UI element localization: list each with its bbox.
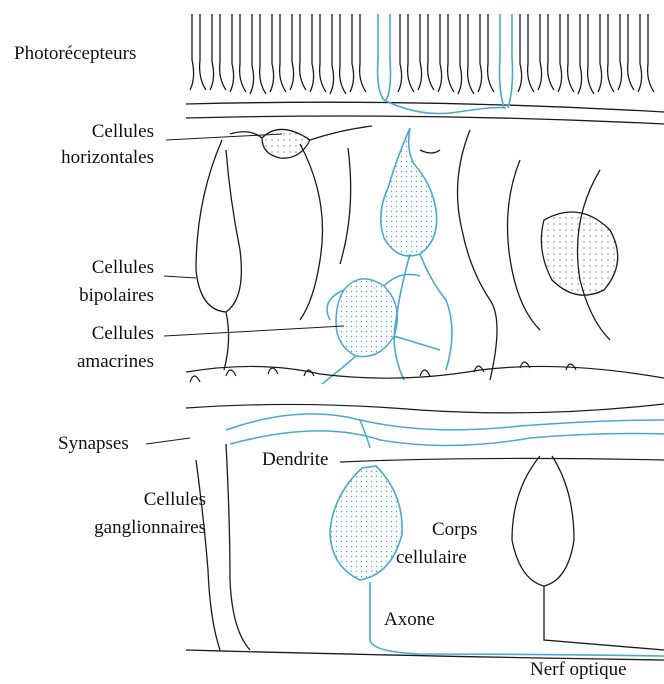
highlighted-connections bbox=[226, 414, 664, 448]
label-photoreceptors: Photorécepteurs bbox=[14, 42, 136, 65]
label-bipolar-cells-line1: Cellules bbox=[40, 256, 154, 279]
label-synapses: Synapses bbox=[58, 432, 129, 455]
inner-plexiform-layer bbox=[186, 362, 664, 462]
label-dendrite: Dendrite bbox=[262, 448, 328, 471]
label-horizontal-cells-line1: Cellules bbox=[40, 120, 154, 143]
label-amacrine-cells-line1: Cellules bbox=[40, 322, 154, 345]
label-ganglion-cells-line1: Cellules bbox=[50, 488, 206, 511]
label-horizontal-cells-line2: horizontales bbox=[40, 146, 154, 169]
label-optic-nerve: Nerf optique bbox=[530, 658, 627, 681]
highlighted-photoreceptors bbox=[378, 14, 513, 114]
label-bipolar-cells-line2: bipolaires bbox=[40, 284, 154, 307]
label-ganglion-cells-line2: ganglionnaires bbox=[50, 516, 206, 539]
amacrine-cell bbox=[322, 274, 440, 384]
label-cell-body-line2: cellulaire bbox=[396, 546, 467, 569]
photoreceptor-layer bbox=[186, 14, 664, 124]
label-axon: Axone bbox=[384, 608, 435, 631]
label-amacrine-cells-line2: amacrines bbox=[40, 350, 154, 373]
highlighted-ganglion-cell bbox=[330, 466, 664, 656]
label-cell-body-line1: Corps bbox=[432, 518, 477, 541]
